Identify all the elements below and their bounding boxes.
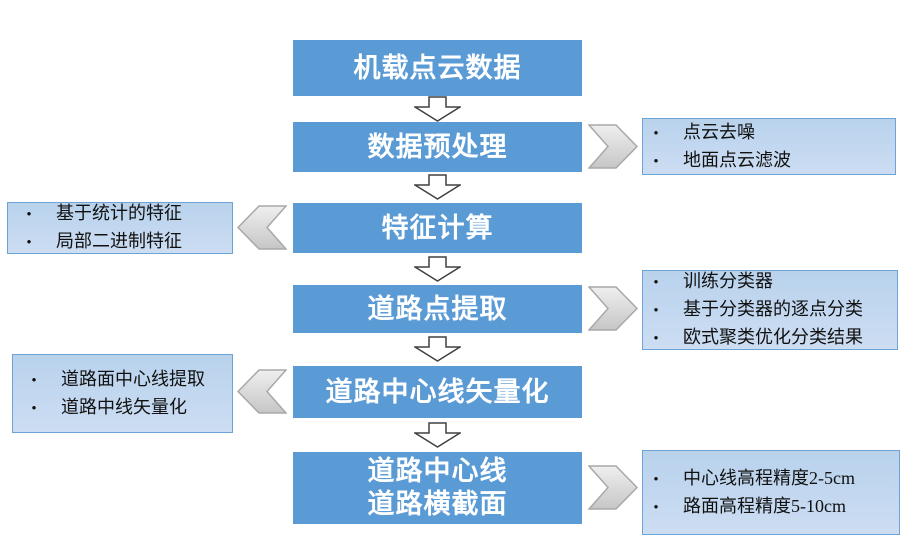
bullet-icon: • xyxy=(653,499,659,516)
bullet-text: 基于分类器的逐点分类 xyxy=(683,299,863,319)
callout-feature-details: • 基于统计的特征 • 局部二进制特征 xyxy=(7,202,233,254)
bullet-text: 道路中线矢量化 xyxy=(61,396,187,417)
chevron-right-icon xyxy=(588,124,638,169)
process-step-label: 道路中心线 xyxy=(367,456,508,487)
bullet-item: • 基于分类器的逐点分类 xyxy=(643,296,897,324)
bullet-item: • 局部二进制特征 xyxy=(8,228,232,256)
callout-preprocessing-details: • 点云去噪 • 地面点云滤波 xyxy=(642,118,896,175)
down-arrow-icon xyxy=(414,174,461,200)
bullet-text: 局部二进制特征 xyxy=(56,231,182,251)
callout-centerline-details: • 道路面中心线提取 • 道路中线矢量化 xyxy=(12,354,233,433)
bullet-item: • 道路面中心线提取 xyxy=(13,366,232,394)
process-step-label: 特征计算 xyxy=(381,212,494,243)
bullet-text: 中心线高程精度2-5cm xyxy=(683,467,855,488)
process-step-feature-computation: 特征计算 xyxy=(293,203,582,253)
process-step-label: 道路横截面 xyxy=(367,489,508,519)
bullet-text: 训练分类器 xyxy=(683,271,773,291)
bullet-icon: • xyxy=(31,400,37,417)
bullet-item: • 中心线高程精度2-5cm xyxy=(643,465,899,493)
bullet-icon: • xyxy=(653,331,659,347)
bullet-item: • 地面点云滤波 xyxy=(643,147,895,175)
chevron-left-icon xyxy=(237,205,287,250)
process-step-label: 道路中心线矢量化 xyxy=(325,376,550,407)
chevron-right-icon xyxy=(588,286,638,331)
bullet-text: 道路面中心线提取 xyxy=(61,368,205,389)
bullet-text: 地面点云滤波 xyxy=(683,149,791,170)
bullet-item: • 训练分类器 xyxy=(643,268,897,296)
process-step-preprocessing: 数据预处理 xyxy=(293,122,582,172)
bullet-icon: • xyxy=(653,153,659,170)
callout-road-point-details: • 训练分类器 • 基于分类器的逐点分类 • 欧式聚类优化分类结果 xyxy=(642,270,898,350)
bullet-item: • 路面高程精度5-10cm xyxy=(643,493,899,521)
bullet-text: 路面高程精度5-10cm xyxy=(683,495,846,516)
bullet-item: • 点云去噪 xyxy=(643,119,895,147)
callout-accuracy-details: • 中心线高程精度2-5cm • 路面高程精度5-10cm xyxy=(642,450,900,535)
bullet-icon: • xyxy=(653,125,659,142)
process-step-road-point-extraction: 道路点提取 xyxy=(293,285,582,333)
down-arrow-icon xyxy=(414,96,461,122)
bullet-item: • 道路中线矢量化 xyxy=(13,394,232,422)
bullet-icon: • xyxy=(26,207,32,223)
bullet-text: 基于统计的特征 xyxy=(56,203,182,223)
process-step-airborne-point-cloud: 机载点云数据 xyxy=(293,40,582,96)
bullet-item: • 基于统计的特征 xyxy=(8,200,232,228)
down-arrow-icon xyxy=(414,422,461,448)
bullet-icon: • xyxy=(653,275,659,291)
process-step-centerline-vectorization: 道路中心线矢量化 xyxy=(293,366,582,418)
process-step-centerline-cross-section: 道路中心线 道路横截面 xyxy=(293,452,582,524)
bullet-icon: • xyxy=(31,372,37,389)
process-step-label: 机载点云数据 xyxy=(353,52,522,83)
bullet-item: • 欧式聚类优化分类结果 xyxy=(643,324,897,352)
chevron-left-icon xyxy=(237,369,287,414)
bullet-text: 点云去噪 xyxy=(683,121,755,142)
bullet-text: 欧式聚类优化分类结果 xyxy=(683,327,863,347)
chevron-right-icon xyxy=(588,465,638,510)
bullet-icon: • xyxy=(653,471,659,488)
process-step-label: 数据预处理 xyxy=(367,131,508,162)
process-step-label: 道路点提取 xyxy=(367,293,508,324)
bullet-icon: • xyxy=(653,303,659,319)
bullet-icon: • xyxy=(26,235,32,251)
down-arrow-icon xyxy=(414,336,461,362)
down-arrow-icon xyxy=(414,256,461,282)
